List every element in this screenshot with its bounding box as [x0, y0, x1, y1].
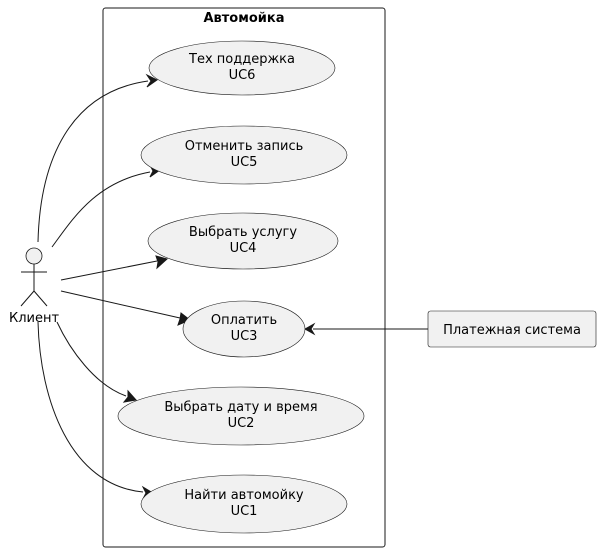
arrowhead-uc2: [122, 389, 137, 403]
use-case-id: UC4: [230, 241, 257, 256]
use-case-id: UC3: [231, 329, 258, 344]
use-case-id: UC5: [231, 155, 258, 170]
system-boundary-frame: [102, 7, 386, 548]
association-uc5: [51, 171, 151, 248]
use-case-name: Отменить запись: [185, 139, 304, 154]
use-case-name: Выбрать дату и время: [164, 400, 317, 415]
arrowhead-payment-uc3: [303, 322, 316, 336]
association-uc4: [60, 260, 158, 281]
use-case-ellipse: [148, 40, 336, 96]
use-case-uc3[interactable]: Оплатить UC3: [182, 300, 306, 358]
system-boundary: Автомойка: [102, 7, 386, 548]
use-case-name: Оплатить: [211, 313, 277, 328]
use-case-uc4[interactable]: Выбрать услугу UC4: [147, 212, 339, 270]
arrowhead-uc6: [145, 73, 158, 88]
use-case-ellipse: [182, 300, 306, 358]
use-case-id: UC2: [228, 416, 255, 431]
use-case-ellipse: [140, 125, 348, 185]
actor-client[interactable]: Клиент: [9, 247, 59, 326]
arrowhead-uc4: [155, 255, 169, 270]
actor-name: Клиент: [9, 311, 59, 326]
use-case-uc5[interactable]: Отменить запись UC5: [140, 125, 348, 185]
association-uc3: [60, 290, 181, 319]
use-case-uc6[interactable]: Тех поддержка UC6: [148, 40, 336, 96]
external-system-payment[interactable]: Платежная система: [427, 310, 597, 348]
use-case-uc1[interactable]: Найти автомойку UC1: [140, 474, 348, 534]
actor-body-icon: [20, 264, 48, 307]
arrowhead-uc3: [177, 312, 191, 326]
use-case-ellipse: [140, 474, 348, 534]
use-case-ellipse: [117, 386, 365, 446]
association-uc6: [37, 80, 149, 243]
use-case-name: Найти автомойку: [184, 488, 304, 503]
use-case-name: Выбрать услугу: [189, 225, 297, 240]
association-uc2: [56, 321, 127, 397]
use-case-id: UC6: [229, 68, 256, 83]
external-system-box: [427, 310, 597, 348]
use-case-name: Тех поддержка: [188, 52, 295, 67]
use-case-ellipse: [147, 212, 339, 270]
associations: [37, 73, 428, 501]
external-system-name: Платежная система: [443, 323, 581, 338]
use-case-id: UC1: [231, 504, 258, 519]
actor-head-icon: [25, 247, 43, 265]
system-title: Автомойка: [203, 11, 284, 26]
use-case-uc2[interactable]: Выбрать дату и время UC2: [117, 386, 365, 446]
association-uc1: [37, 321, 144, 493]
